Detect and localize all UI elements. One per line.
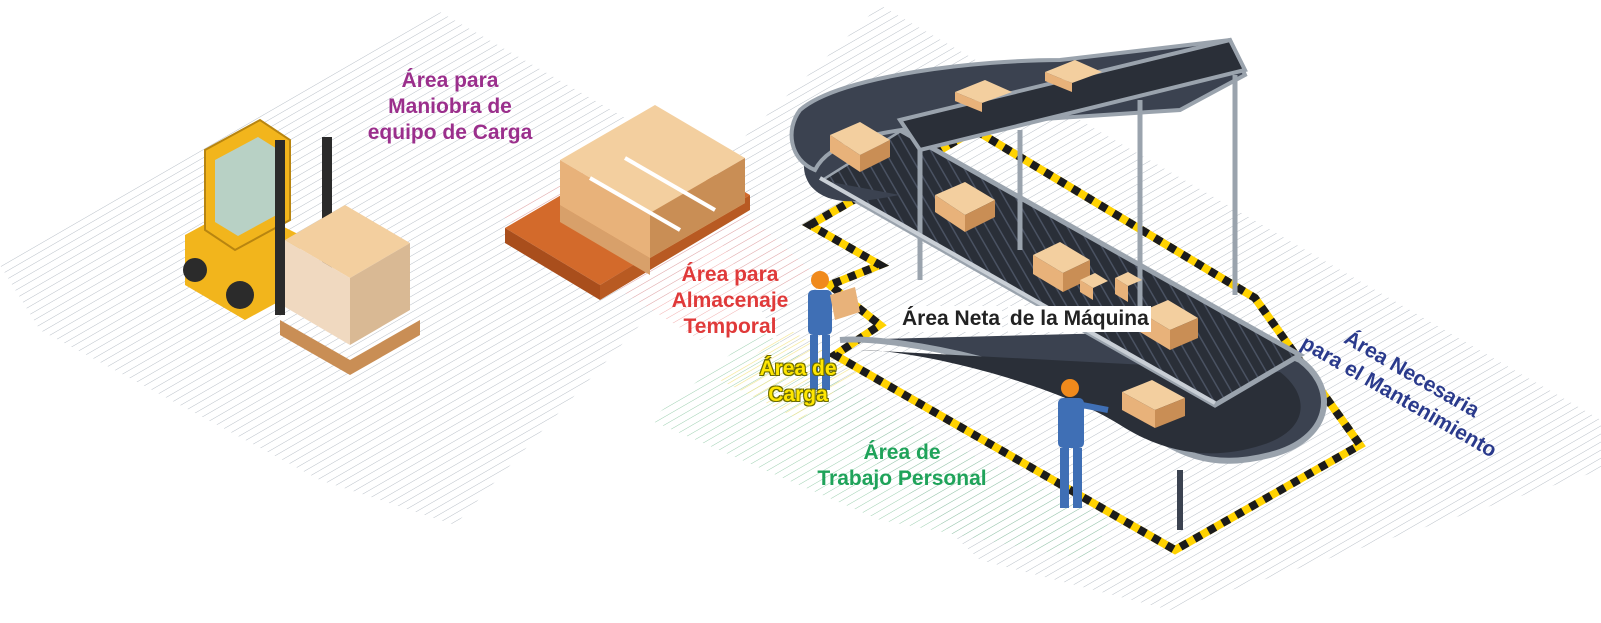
label-trabajo-line1: Área de bbox=[863, 441, 941, 464]
box bbox=[1033, 242, 1090, 292]
label-carga-line1: Área de bbox=[759, 357, 837, 380]
label-almacenaje-line2: Almacenaje bbox=[671, 289, 789, 312]
label-neta-line2: de la Máquina bbox=[1007, 306, 1151, 332]
label-almacenaje: Área para Almacenaje Temporal bbox=[640, 262, 820, 340]
worker-operator bbox=[1058, 379, 1109, 508]
label-trabajo-line2: Trabajo Personal bbox=[817, 467, 987, 490]
label-maniobra-line2: Maniobra de bbox=[388, 95, 512, 118]
label-maniobra-line1: Área para bbox=[401, 69, 499, 92]
machine-hazard-stripes bbox=[801, 125, 1366, 555]
forklift bbox=[183, 118, 420, 375]
box bbox=[1080, 273, 1108, 300]
box bbox=[1115, 272, 1142, 302]
conveyor-boxes bbox=[830, 60, 1198, 428]
label-maniobra: Área para Maniobra de equipo de Carga bbox=[350, 68, 550, 146]
label-carga-line2: Carga bbox=[768, 383, 828, 406]
worker-loading bbox=[808, 271, 860, 390]
label-almacenaje-line1: Área para bbox=[681, 263, 779, 286]
box bbox=[1122, 380, 1185, 428]
storage-pallet bbox=[505, 105, 750, 300]
label-trabajo: Área de Trabajo Personal bbox=[792, 440, 1012, 492]
box bbox=[955, 80, 1012, 112]
label-neta-line1: Área Neta bbox=[900, 306, 1003, 332]
label-maniobra-line3: equipo de Carga bbox=[367, 121, 533, 144]
box bbox=[935, 182, 995, 232]
label-carga: Área de Carga bbox=[748, 356, 848, 408]
label-neta: Área Neta de la Máquina bbox=[900, 306, 1151, 332]
box bbox=[1045, 60, 1102, 92]
label-almacenaje-line3: Temporal bbox=[683, 315, 777, 338]
box bbox=[830, 122, 890, 172]
